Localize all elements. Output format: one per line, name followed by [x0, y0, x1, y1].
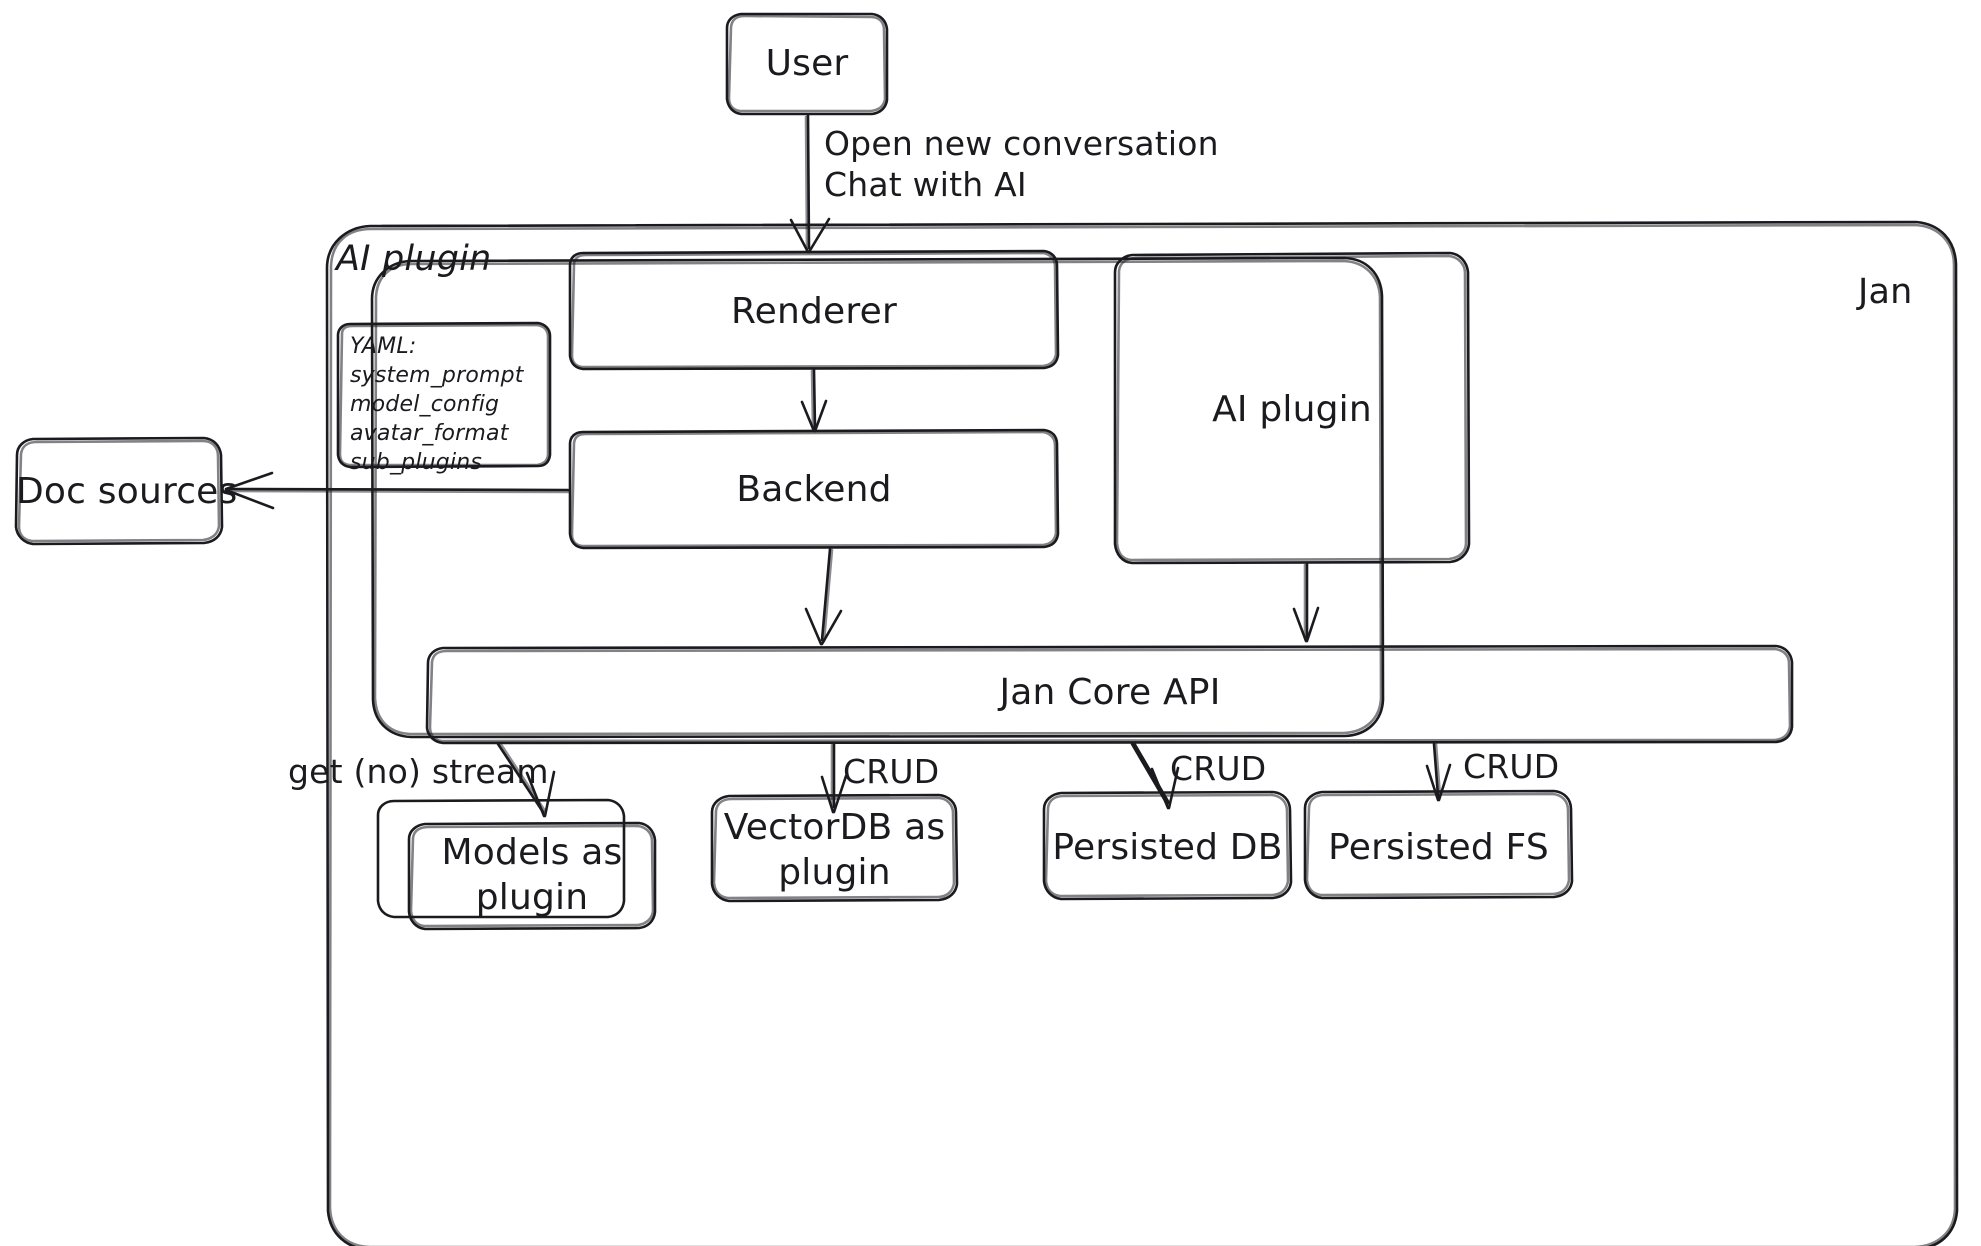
edge-label-crud-persisted-db: CRUD — [1170, 749, 1267, 788]
node-label-doc-sources: Doc sources — [16, 471, 238, 512]
node-user-outline — [725, 12, 889, 116]
node-models-plugin-outline-front — [407, 821, 657, 931]
edge-backend-to-core-api — [804, 547, 843, 646]
edge-ai-plugin-to-core-api — [1292, 562, 1320, 643]
edge-label-user-to-renderer: Open new conversation Chat with AI — [824, 124, 1219, 205]
edge-label-get-no-stream: get (no) stream — [288, 752, 549, 791]
group-ai-plugin-outline — [370, 256, 1385, 739]
node-label-renderer: Renderer — [731, 291, 897, 332]
edge-label-crud-vectordb: CRUD — [843, 752, 940, 791]
node-persisted-db-outline — [1042, 790, 1293, 901]
node-ai-plugin-right-outline — [1113, 251, 1471, 565]
node-models-plugin-outline-back — [376, 798, 626, 919]
group-label-jan: Jan — [1858, 272, 1913, 312]
node-jan-core-api-outline — [425, 644, 1794, 745]
edge-label-crud-persisted-fs: CRUD — [1463, 747, 1560, 786]
node-doc-sources-outline — [14, 436, 224, 546]
node-label-vectordb-plugin: VectorDB as plugin — [723, 807, 946, 893]
node-vectordb-plugin-outline — [710, 793, 959, 903]
node-label-ai-plugin-right: AI plugin — [1212, 389, 1372, 430]
node-persisted-fs-outline — [1303, 789, 1574, 900]
group-label-ai-plugin: AI plugin — [336, 239, 492, 279]
edge-user-to-renderer — [789, 113, 831, 254]
node-renderer-outline — [568, 249, 1060, 371]
node-label-user: User — [765, 43, 849, 84]
node-backend-outline — [568, 428, 1060, 550]
node-label-persisted-fs: Persisted FS — [1328, 827, 1549, 868]
edge-renderer-to-backend — [800, 368, 828, 433]
node-label-models-plugin: Models as plugin — [441, 832, 623, 918]
node-label-persisted-db: Persisted DB — [1052, 827, 1283, 868]
node-label-backend: Backend — [736, 469, 892, 510]
node-label-jan-core-api: Jan Core API — [999, 672, 1221, 713]
edge-backend-to-doc-sources — [224, 471, 570, 510]
node-yaml-note-outline — [336, 321, 552, 469]
group-jan-outline — [325, 220, 1959, 1246]
yaml-note-text: YAML: system_prompt model_config avatar_… — [350, 334, 524, 476]
